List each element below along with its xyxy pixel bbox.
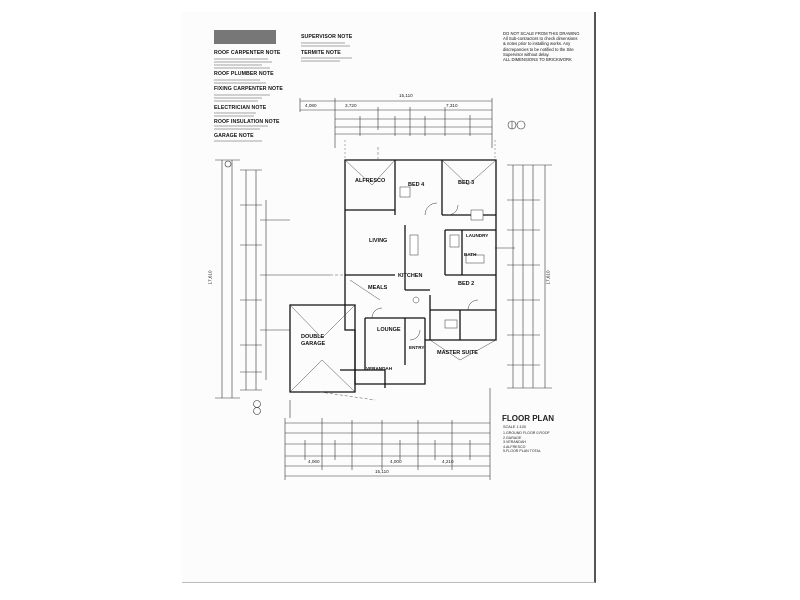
disclaimer-note: DO NOT SCALE FROM THIS DRAWING All Sub-c… [503, 31, 581, 62]
area-row: 4.ALFRESCO [503, 444, 526, 449]
north-arrow-icon [507, 120, 526, 130]
house-walls [289, 159, 497, 393]
room-label-alfresco: ALFRESCO [355, 178, 386, 184]
room-label-verandah: VERANDAH [366, 366, 393, 371]
disclaimer-line: ALL DIMENSIONS TO BRICKWORK [503, 57, 572, 63]
dimension-bottom-a: 4,060 [308, 459, 320, 464]
top-dimension-lines [299, 98, 493, 148]
area-schedule: 1.GROUND FLOOR 0.ROOF 2.GARAGE 3.VERANDA… [503, 431, 550, 454]
electrician-note-heading: ELECTRICIAN NOTE [214, 105, 267, 111]
note-text-lines [214, 42, 352, 142]
room-label-meals: MEALS [368, 285, 388, 291]
right-dimension-lines [495, 164, 552, 389]
roof-plumber-note-heading: ROOF PLUMBER NOTE [214, 71, 274, 77]
dimension-top-a: 4,080 [305, 103, 317, 108]
room-label-bath: BATH [464, 252, 477, 257]
room-label-double-garage: DOUBLE GARAGE [301, 334, 326, 347]
area-row: 3.VERANDAH [503, 440, 526, 445]
dimension-left-overall: 17,610 [207, 270, 213, 285]
area-row: 1.GROUND FLOOR 0.ROOF [503, 431, 550, 435]
disclaimer-line: & notes prior to installing works. Any [503, 41, 571, 47]
room-label-bed4: BED 4 [408, 182, 425, 188]
disclaimer-line: Supervisor without delay. [503, 51, 550, 57]
floor-plan-scale: SCALE 1:100 [503, 425, 527, 429]
room-label-lounge: LOUNGE [377, 327, 401, 333]
door-swings [371, 202, 479, 341]
supervisor-note-heading: SUPERVISOR NOTE [301, 34, 353, 40]
room-label-bed2: BED 2 [458, 281, 475, 287]
section-marker-icon [224, 160, 261, 415]
dimension-top-c: 7,310 [446, 103, 458, 108]
title-block-box [214, 30, 276, 44]
area-row: 2.GARAGE [503, 435, 522, 440]
room-label-laundry: LAUNDRY [466, 233, 489, 238]
dimension-bottom-b: 4,000 [390, 459, 402, 464]
fixtures [399, 186, 485, 329]
disclaimer-line: discrepancies to be notified to the Site [503, 46, 574, 52]
bottom-dimension-lines [284, 388, 491, 480]
roof-carpenter-note-heading: ROOF CARPENTER NOTE [214, 50, 281, 56]
room-label-master-suite: MASTER SUITE [437, 350, 478, 356]
roof-hip-lines [289, 159, 497, 393]
dimension-bottom-overall: 15,110 [375, 469, 389, 474]
room-label-bed3: BED 3 [458, 180, 475, 186]
termite-note-heading: TERMITE NOTE [301, 50, 341, 56]
disclaimer-line: DO NOT SCALE FROM THIS DRAWING [503, 31, 580, 36]
floor-plan-title: FLOOR PLAN [502, 414, 554, 423]
area-row: 5.FLOOR PLAN TOTAL [503, 449, 541, 454]
dimension-top-overall: 15,110 [399, 93, 413, 98]
disclaimer-line: All Sub-contractors to check dimensions [503, 36, 578, 42]
drawing-sheet [182, 12, 596, 583]
dimension-top-b: 3,720 [345, 103, 357, 108]
fixing-carpenter-note-heading: FIXING CARPENTER NOTE [214, 86, 283, 92]
roof-insulation-note-heading: ROOF INSULATION NOTE [214, 119, 280, 125]
dimension-right-overall: 17,610 [545, 270, 551, 285]
roof-setout-lines [344, 140, 496, 160]
garage-note-heading: GARAGE NOTE [214, 133, 254, 139]
room-label-living: LIVING [369, 238, 388, 244]
dimension-bottom-c: 4,210 [442, 459, 454, 464]
dashed-lines [319, 145, 379, 401]
left-dimension-lines [215, 159, 330, 399]
room-label-kitchen: KITCHEN [398, 273, 423, 279]
room-label-entry: ENTRY [409, 345, 425, 350]
